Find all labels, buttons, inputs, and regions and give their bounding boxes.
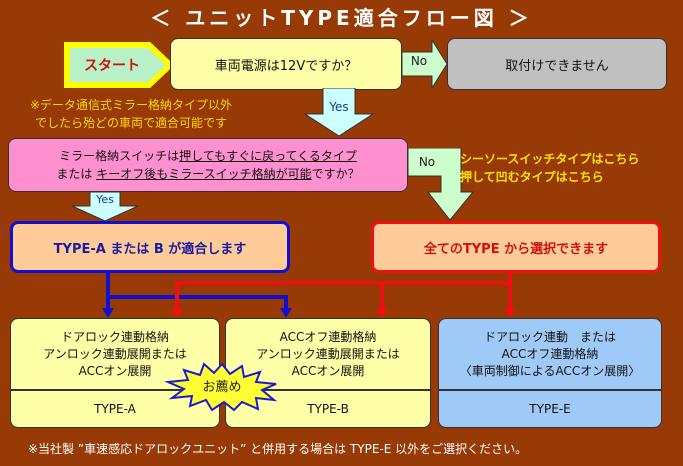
footer-note: ※当社製 ”車速感応ドアロックユニット” と併用する場合は TYPE-E 以外を… [28,442,528,456]
connector-blue [106,273,110,313]
yes-arrow-down-icon [303,88,375,137]
type-b-desc1: ACCオフ連動格納 [279,329,377,344]
arrowheads [102,308,516,318]
page-title: ＜ ユニットTYPE適合フロー図 ＞ [150,6,533,30]
connector-red [175,281,512,285]
connector-red [380,281,384,313]
q2-line2: または キーオフ後もミラースイッチ格納が可能ですか？ [56,167,360,181]
no-label-1: No [410,54,428,68]
type-a-desc1: ドアロック連動格納 [60,329,169,344]
recommend-burst-icon [164,362,278,412]
no-label-2: No [418,155,436,169]
note-line2: でしたら殆どの車両で適合可能です [35,116,228,130]
yes-label-2: Yes [96,193,114,206]
no-arrow-right-icon [402,40,448,88]
start-marker [64,42,174,88]
type-e-label: TYPE-E [438,390,662,428]
type-e-desc1: ドアロック連動 または [483,329,616,344]
type-b-card: ACCオフ連動格納 アンロック連動展開または ACCオン展開 [225,318,431,390]
type-e-desc2: ACCオフ連動格納 [501,346,599,361]
note-seesaw: シーソースイッチタイプはこちら 押して凹むタイプはこちら [460,150,639,186]
type-a-desc3: ACCオン展開 [78,363,152,378]
connector-blue [106,295,286,299]
note-line1: ※データ通信式ミラー格納タイプ以外 [30,98,233,112]
type-e-desc3: 〈車両制御によるACCオン展開〉 [459,363,641,378]
yes-arrow-down-icon-2 [71,192,139,222]
question-mirror-switch: ミラー格納スイッチは押してもすぐに戻ってくるタイプ または キーオフ後もミラース… [8,138,408,192]
question-12v: 車両電源は12Vですか？ [170,38,402,90]
no-arrow-bent-icon [408,148,475,221]
type-a-desc2: アンロック連動展開または [43,346,187,361]
type-b-label: TYPE-B [225,390,431,428]
result-all-types: 全てのTYPE から選択できます [371,221,661,273]
type-b-desc2: アンロック連動展開または [256,346,400,361]
not-installable-box: 取付けできません [447,38,667,90]
type-e-card: ドアロック連動 または ACCオフ連動格納 〈車両制御によるACCオン展開〉 [438,318,662,390]
result-type-ab: TYPE-A または B が適合します [10,221,290,273]
note-data-comm: ※データ通信式ミラー格納タイプ以外 でしたら殆どの車両で適合可能です [30,96,232,132]
start-label: スタート [84,58,140,74]
q2-line1: ミラー格納スイッチは押してもすぐに戻ってくるタイプ [59,149,357,163]
type-b-desc3: ACCオン展開 [291,363,365,378]
note-seesaw-line1: シーソースイッチタイプはこちら [460,152,640,166]
connector-red [175,281,179,313]
connector-blue [284,295,288,313]
recommend-badge: お薦め [202,380,242,395]
note-seesaw-line2: 押して凹むタイプはこちら [460,170,604,184]
type-a-card: ドアロック連動格納 アンロック連動展開または ACCオン展開 [10,318,220,390]
connector-red [508,273,512,313]
yes-label-1: Yes [329,100,349,114]
